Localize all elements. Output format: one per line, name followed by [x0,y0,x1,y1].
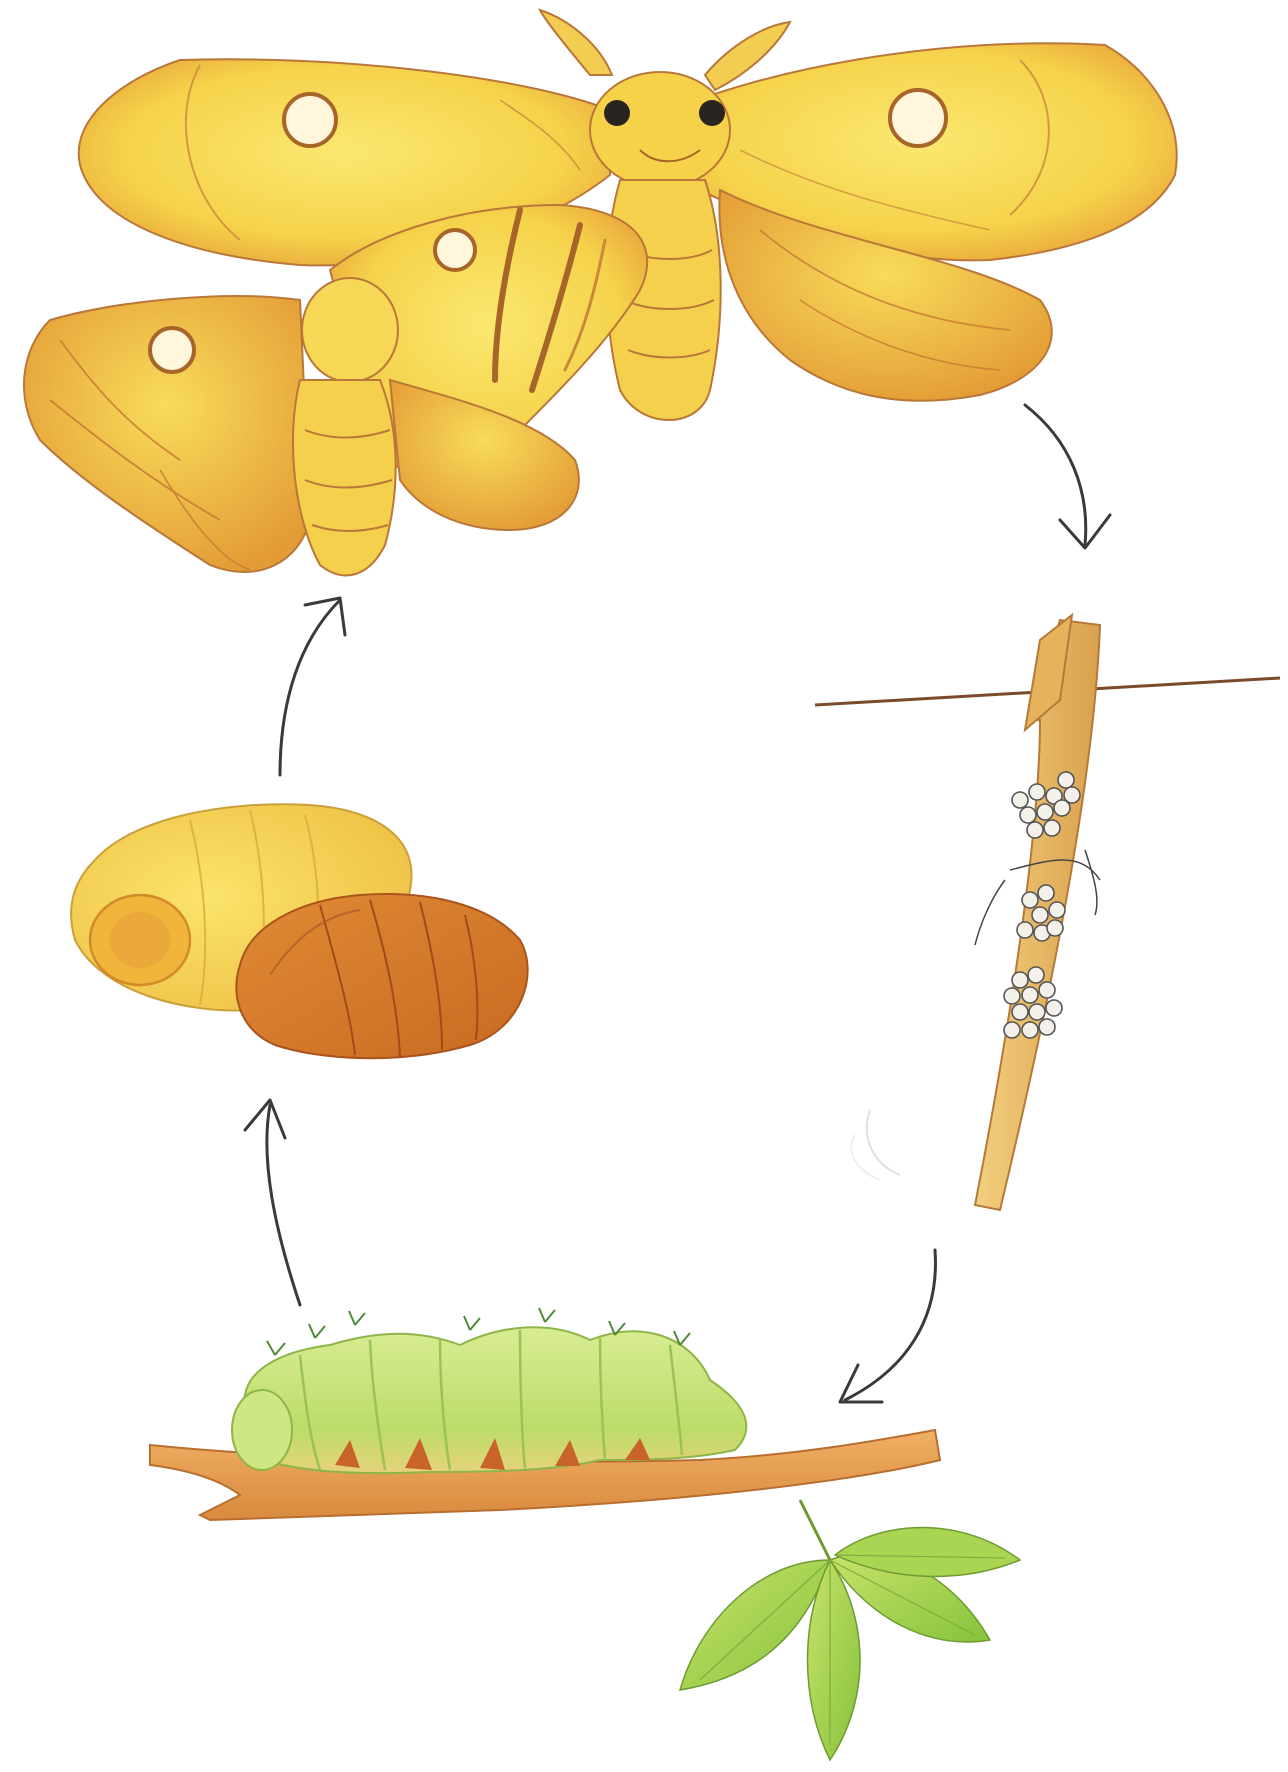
eyespot [150,328,194,372]
antenna [540,10,612,75]
eyespot [890,90,946,146]
arrow-moth-to-eggs [1025,405,1086,545]
arrow-head [840,1365,882,1402]
pupa [236,894,527,1058]
egg-cluster [1004,967,1062,1038]
arrow-head [245,1100,285,1138]
eyespot [435,230,475,270]
eyespot [284,94,336,146]
arrow-cocoon-to-moth [280,600,340,775]
cocoon-and-pupa [71,804,528,1058]
egg-clusters-on-twig [815,615,1280,1210]
adult-moth [24,10,1177,575]
leaf-cluster [680,1500,1020,1760]
arrow-eggs-to-caterpillar [845,1250,935,1400]
moth-eye [699,100,725,126]
caterpillar-on-branch [150,1308,1020,1760]
moth-eye [604,100,630,126]
caterpillar-head [232,1390,292,1470]
